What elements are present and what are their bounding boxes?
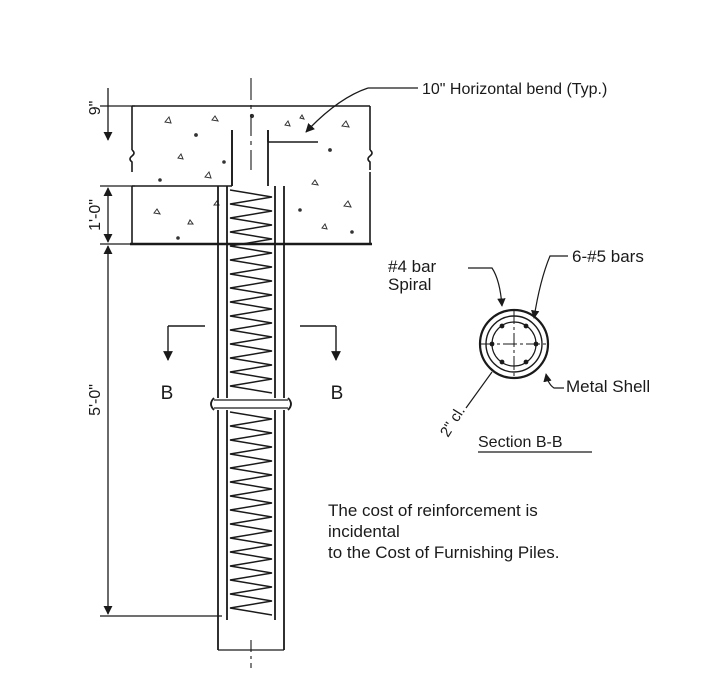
- spiral-reinforcement-upper: [229, 189, 273, 394]
- dimension-label-middle: 1'-0": [87, 199, 104, 231]
- dimension-label-top: 9": [87, 101, 104, 116]
- concrete-aggregate-texture: [153, 113, 354, 240]
- section-marker-left-label: B: [161, 383, 174, 404]
- section-title: Section B-B: [478, 434, 562, 451]
- bar-spiral-label-line1: #4 bar: [388, 257, 437, 276]
- cost-note-line1: The cost of reinforcement is: [328, 501, 538, 520]
- horizontal-bend-label: 10" Horizontal bend (Typ.): [422, 81, 607, 98]
- section-leaders: [465, 255, 568, 409]
- horizontal-bend-leader: [305, 87, 418, 133]
- dimension-label-bottom: 5'-0": [87, 384, 104, 416]
- dimension-lines: [100, 88, 222, 617]
- cost-note-line2: incidental: [328, 522, 400, 541]
- cost-note: The cost of reinforcement is incidental …: [328, 500, 668, 563]
- metal-shell-label: Metal Shell: [566, 377, 650, 396]
- spiral-reinforcement-lower: [229, 411, 273, 616]
- bars-label: 6-#5 bars: [572, 247, 644, 266]
- cost-note-line3: to the Cost of Furnishing Piles.: [328, 543, 560, 562]
- section-b-b-view: [478, 308, 550, 380]
- section-cut-marker-right: [300, 325, 341, 361]
- section-cut-marker-left: [163, 325, 205, 361]
- clear-cover-label: 2" cl.: [437, 403, 469, 440]
- section-marker-right-label: B: [331, 383, 344, 404]
- bar-spiral-label-line2: Spiral: [388, 275, 431, 294]
